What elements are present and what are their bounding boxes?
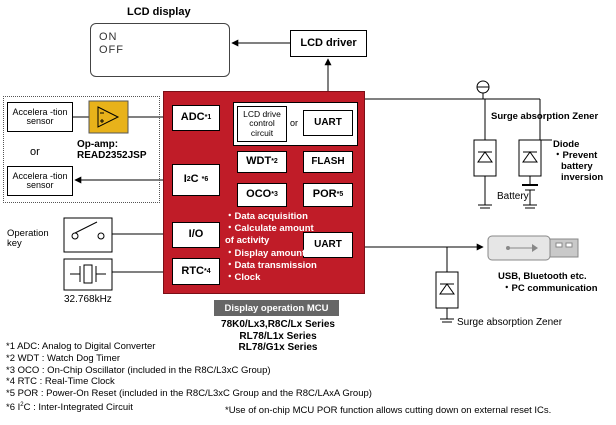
por-note: *5 xyxy=(336,191,344,199)
por-label: POR xyxy=(312,188,337,201)
opamp-part: READ2352JSP xyxy=(77,150,147,161)
footnote-item: *3 OCO : On-Chip Oscillator (included in… xyxy=(6,364,271,376)
diode-box xyxy=(518,139,542,177)
por-footnote: *Use of on-chip MCU POR function allows … xyxy=(225,405,552,416)
mcu-function-item: ・Display amount xyxy=(225,247,306,259)
zener-bottom-box xyxy=(435,271,459,309)
lcd-on-label: ON xyxy=(99,31,118,43)
rtc-block: RTC*4 xyxy=(172,258,220,285)
rtc-label: RTC xyxy=(181,264,204,277)
footnote-item: *1 ADC: Analog to Digital Converter xyxy=(6,341,156,352)
i2c-c: C xyxy=(190,173,199,186)
por-block: POR*5 xyxy=(303,183,353,207)
flash-block: FLASH xyxy=(303,151,353,173)
sensor-or-label: or xyxy=(30,146,40,158)
mcu-series-item: 78K0/Lx3,R8C/Lx Series xyxy=(221,319,335,330)
io-block: I/O xyxy=(172,222,220,248)
diode-title: Diode xyxy=(553,139,580,150)
diode-desc-2: battery xyxy=(561,161,593,172)
oco-block: OCO*3 xyxy=(237,183,287,207)
crystal-frequency: 32.768kHz xyxy=(64,294,112,305)
lcd-display-panel xyxy=(90,23,230,77)
usb-label-2: ・PC communication xyxy=(502,283,598,294)
diode-desc-3: inversion xyxy=(561,172,604,183)
footnote-item: *2 WDT : Watch Dog Timer xyxy=(6,352,121,364)
battery-label: Battery xyxy=(497,191,529,202)
lcd-drive-control-block: LCD drive control circuit xyxy=(237,106,287,142)
usb-stick-icon xyxy=(487,235,579,261)
lcd-uart-or: or xyxy=(290,118,299,128)
opamp-box xyxy=(88,100,129,134)
mcu-functions-list: ・Data acquisition ・Calculate amount of a… xyxy=(225,211,317,284)
sensor-dotted-group xyxy=(3,96,160,203)
footnote-item-i2c: *6 I2C : Inter-Integrated Circuit xyxy=(6,400,372,414)
adc-block: ADC*1 xyxy=(172,105,220,131)
mcu-function-item: ・Data transmission xyxy=(225,259,317,271)
opamp-title: Op-amp: xyxy=(77,139,119,150)
adc-note: *1 xyxy=(204,114,212,122)
mcu-function-item: ・Data acquisition xyxy=(225,211,308,222)
mcu-function-item: ・Calculate amount xyxy=(225,223,314,235)
diode-desc-1: ・Prevent xyxy=(553,150,598,161)
operation-key-label: Operation key xyxy=(7,228,49,250)
mcu-badge: Display operation MCU xyxy=(214,300,339,316)
mcu-series-list: 78K0/Lx3,R8C/Lx Series RL78/L1x Series R… xyxy=(200,319,356,354)
lcd-onoff-labels: ON OFF xyxy=(99,31,124,57)
mcu-series-item: RL78/G1x Series xyxy=(238,342,318,353)
surge-zener-top-label: Surge absorption Zener xyxy=(491,111,599,122)
mcu-series-item: RL78/L1x Series xyxy=(239,330,317,342)
i2c-note: *6 xyxy=(201,176,209,184)
accel-sensor-2: Accelera -tion sensor xyxy=(7,166,73,196)
zener-top-box xyxy=(473,139,497,177)
operation-key-switch-box xyxy=(63,217,113,253)
lcd-display-title: LCD display xyxy=(127,6,191,18)
oco-note: *3 xyxy=(271,191,278,199)
note6-sup: 2 xyxy=(20,401,24,408)
wdt-note: *2 xyxy=(271,158,278,166)
surge-zener-bottom-label: Surge absorption Zener xyxy=(457,317,563,328)
footnote-item: *4 RTC : Real-Time Clock xyxy=(6,376,115,388)
i2c-i: I xyxy=(183,173,187,186)
adc-label: ADC xyxy=(180,111,205,124)
mcu-function-item: of activity xyxy=(225,235,270,247)
lcd-driver-box: LCD driver xyxy=(290,30,367,57)
wdt-label: WDT xyxy=(246,155,272,168)
i2c-2: 2 xyxy=(186,176,191,184)
footnote-item: *5 POR : Power-On Reset (included in the… xyxy=(6,388,372,400)
wdt-block: WDT*2 xyxy=(237,151,287,173)
oco-label: OCO xyxy=(246,188,272,201)
mcu-function-item: ・Clock xyxy=(225,272,261,284)
footnotes: *1 ADC: Analog to Digital Converter *2 W… xyxy=(6,341,372,414)
rtc-note: *4 xyxy=(203,267,211,275)
usb-label-1: USB, Bluetooth etc. xyxy=(498,271,587,282)
accel-sensor-1: Accelera -tion sensor xyxy=(7,102,73,132)
uart-bottom-block: UART xyxy=(303,232,353,258)
note6-prefix: *6 I xyxy=(6,402,21,414)
note6-rest: C : Inter-Integrated Circuit xyxy=(23,402,133,414)
uart-top-block: UART xyxy=(303,110,353,136)
lcd-off-label: OFF xyxy=(99,44,124,56)
